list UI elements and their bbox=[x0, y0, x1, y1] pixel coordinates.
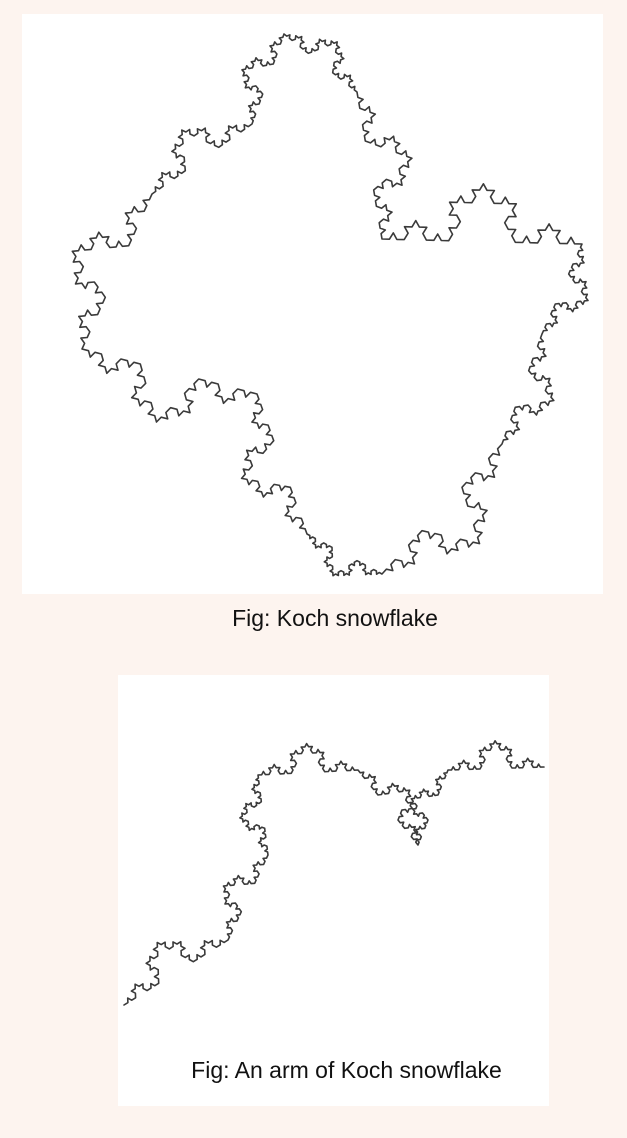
koch-snowflake-diagram bbox=[71, 33, 589, 577]
koch-arm-caption: Fig: An arm of Koch snowflake bbox=[191, 1057, 502, 1083]
koch-arm-figure bbox=[118, 675, 549, 1106]
koch-arm-diagram bbox=[123, 740, 545, 1006]
koch-snowflake-figure bbox=[22, 14, 603, 594]
koch-arm-curve bbox=[123, 740, 545, 1006]
koch-snowflake-caption: Fig: Koch snowflake bbox=[232, 605, 438, 631]
koch-snowflake-curve bbox=[71, 33, 589, 577]
